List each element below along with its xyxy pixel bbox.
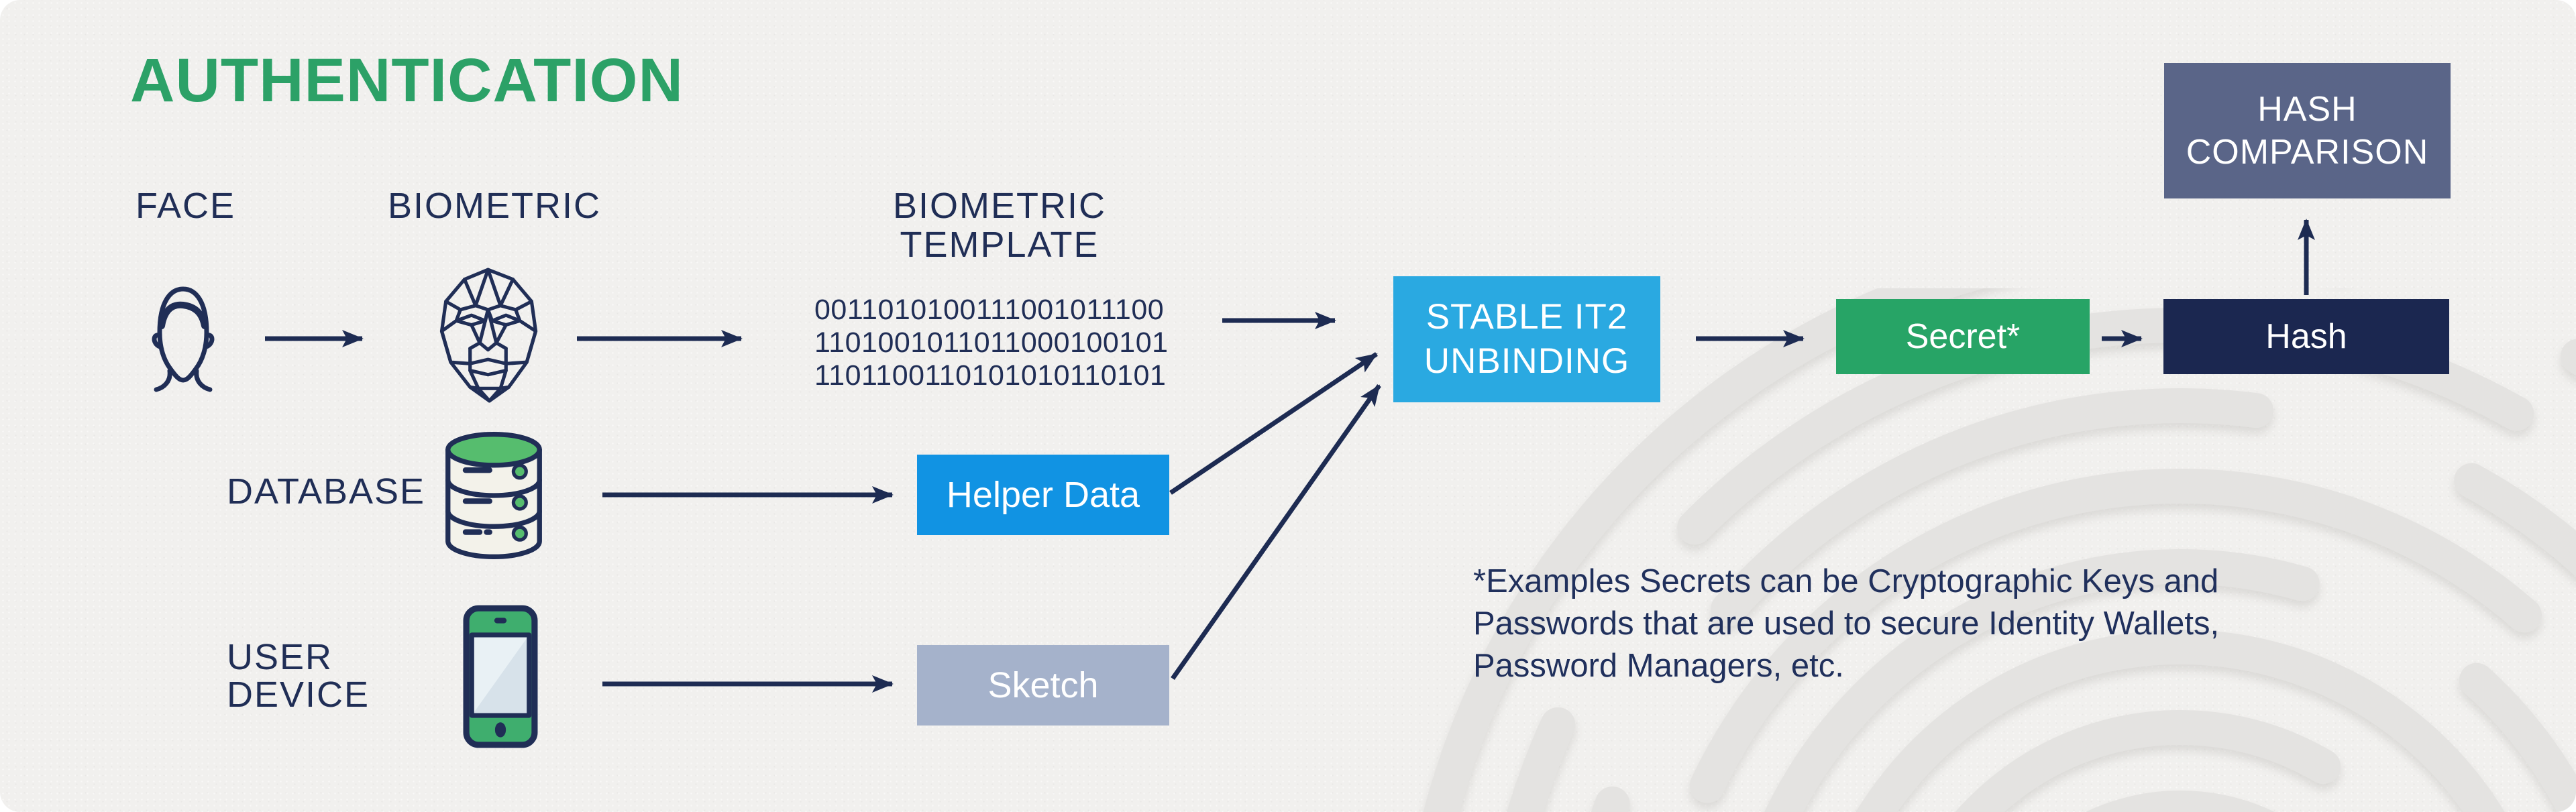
biometric-label: BIOMETRIC — [388, 186, 602, 226]
helper-data-label: Helper Data — [946, 475, 1140, 515]
biometric-mesh-icon — [439, 268, 538, 403]
biometric-template-label-line1: BIOMETRIC — [892, 186, 1106, 226]
face-icon — [152, 286, 215, 392]
stable-it2-unbinding-box: STABLE IT2 UNBINDING — [1393, 276, 1660, 402]
biometric-template-label: BIOMETRIC TEMPLATE — [865, 186, 1134, 264]
hash-comparison-line2: COMPARISON — [2186, 133, 2429, 172]
face-label: FACE — [136, 186, 236, 226]
biometric-template-bits: 0011010100111001011100 11010010110110001… — [814, 294, 1169, 392]
hash-box: Hash — [2163, 299, 2449, 374]
arrow-helper-data-to-stable — [1169, 352, 1378, 495]
bits-line2: 1101001011011000100101 — [814, 327, 1169, 359]
database-label: DATABASE — [227, 471, 426, 512]
helper-data-box: Helper Data — [917, 455, 1169, 535]
secret-label: Secret* — [1905, 317, 2021, 356]
sketch-box: Sketch — [917, 645, 1169, 726]
sketch-label: Sketch — [987, 665, 1099, 705]
user-device-label-line2: DEVICE — [227, 675, 370, 715]
stable-it2-unbinding-line2: UNBINDING — [1424, 341, 1630, 381]
footnote-line1: *Examples Secrets can be Cryptographic K… — [1473, 563, 2219, 599]
bits-line3: 1101100110101010110101 — [814, 359, 1167, 392]
footnote-line3: Password Managers, etc. — [1473, 648, 1844, 684]
bits-line1: 0011010100111001011100 — [814, 294, 1165, 326]
biometric-template-label-line2: TEMPLATE — [900, 225, 1099, 265]
stable-it2-unbinding-line1: STABLE IT2 — [1426, 297, 1628, 337]
footnote-line2: Passwords that are used to secure Identi… — [1473, 605, 2220, 642]
page-title: AUTHENTICATION — [130, 46, 684, 115]
hash-label: Hash — [2265, 317, 2347, 356]
user-device-label: USER DEVICE — [227, 638, 370, 713]
hash-comparison-box: HASH COMPARISON — [2164, 63, 2451, 198]
hash-comparison-line1: HASH — [2257, 90, 2357, 129]
database-icon — [445, 431, 542, 560]
smartphone-icon — [463, 605, 538, 748]
user-device-label-line1: USER — [227, 637, 333, 677]
footnote: *Examples Secrets can be Cryptographic K… — [1473, 561, 2219, 687]
arrow-sketch-to-stable — [1171, 384, 1381, 681]
secret-box: Secret* — [1836, 299, 2090, 374]
